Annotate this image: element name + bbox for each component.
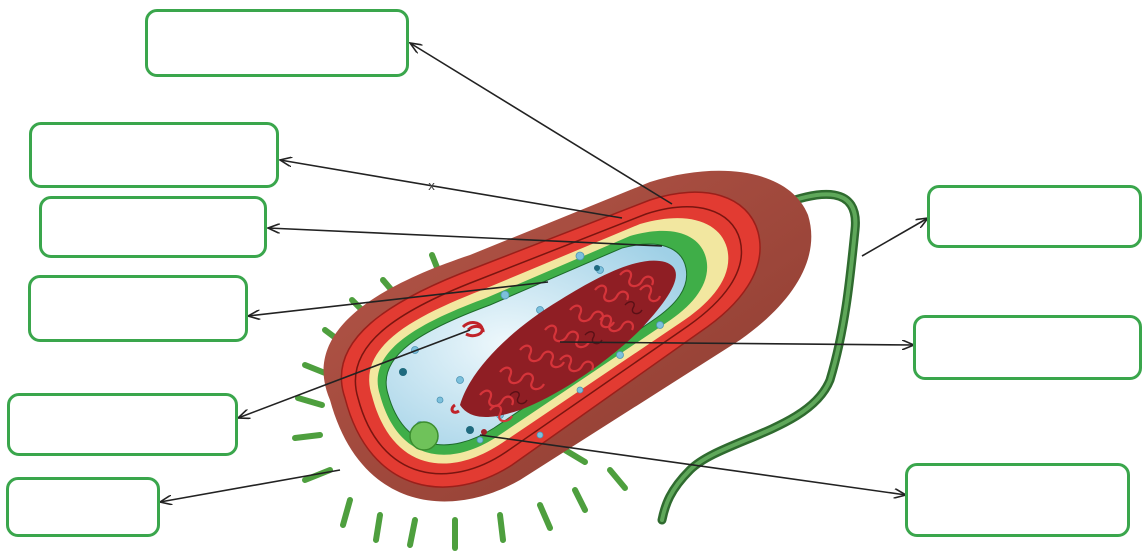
arrow-right-1	[862, 218, 928, 256]
label-box-right-1[interactable]	[927, 185, 1142, 248]
inclusion-body	[410, 422, 438, 450]
label-box-top[interactable]	[145, 9, 409, 77]
arrow-left-5	[160, 470, 340, 502]
label-box-right-2[interactable]	[913, 315, 1142, 380]
label-box-right-3[interactable]	[905, 463, 1130, 537]
label-box-left-5[interactable]	[6, 477, 160, 537]
label-box-left-3[interactable]	[28, 275, 248, 342]
stray-mark: x	[428, 179, 435, 193]
arrow-right-3	[480, 435, 906, 495]
label-box-left-2[interactable]	[39, 196, 267, 258]
label-box-left-1[interactable]	[29, 122, 279, 188]
label-box-left-4[interactable]	[7, 393, 238, 456]
arrow-top	[410, 43, 672, 204]
arrow-left-1	[280, 160, 622, 218]
